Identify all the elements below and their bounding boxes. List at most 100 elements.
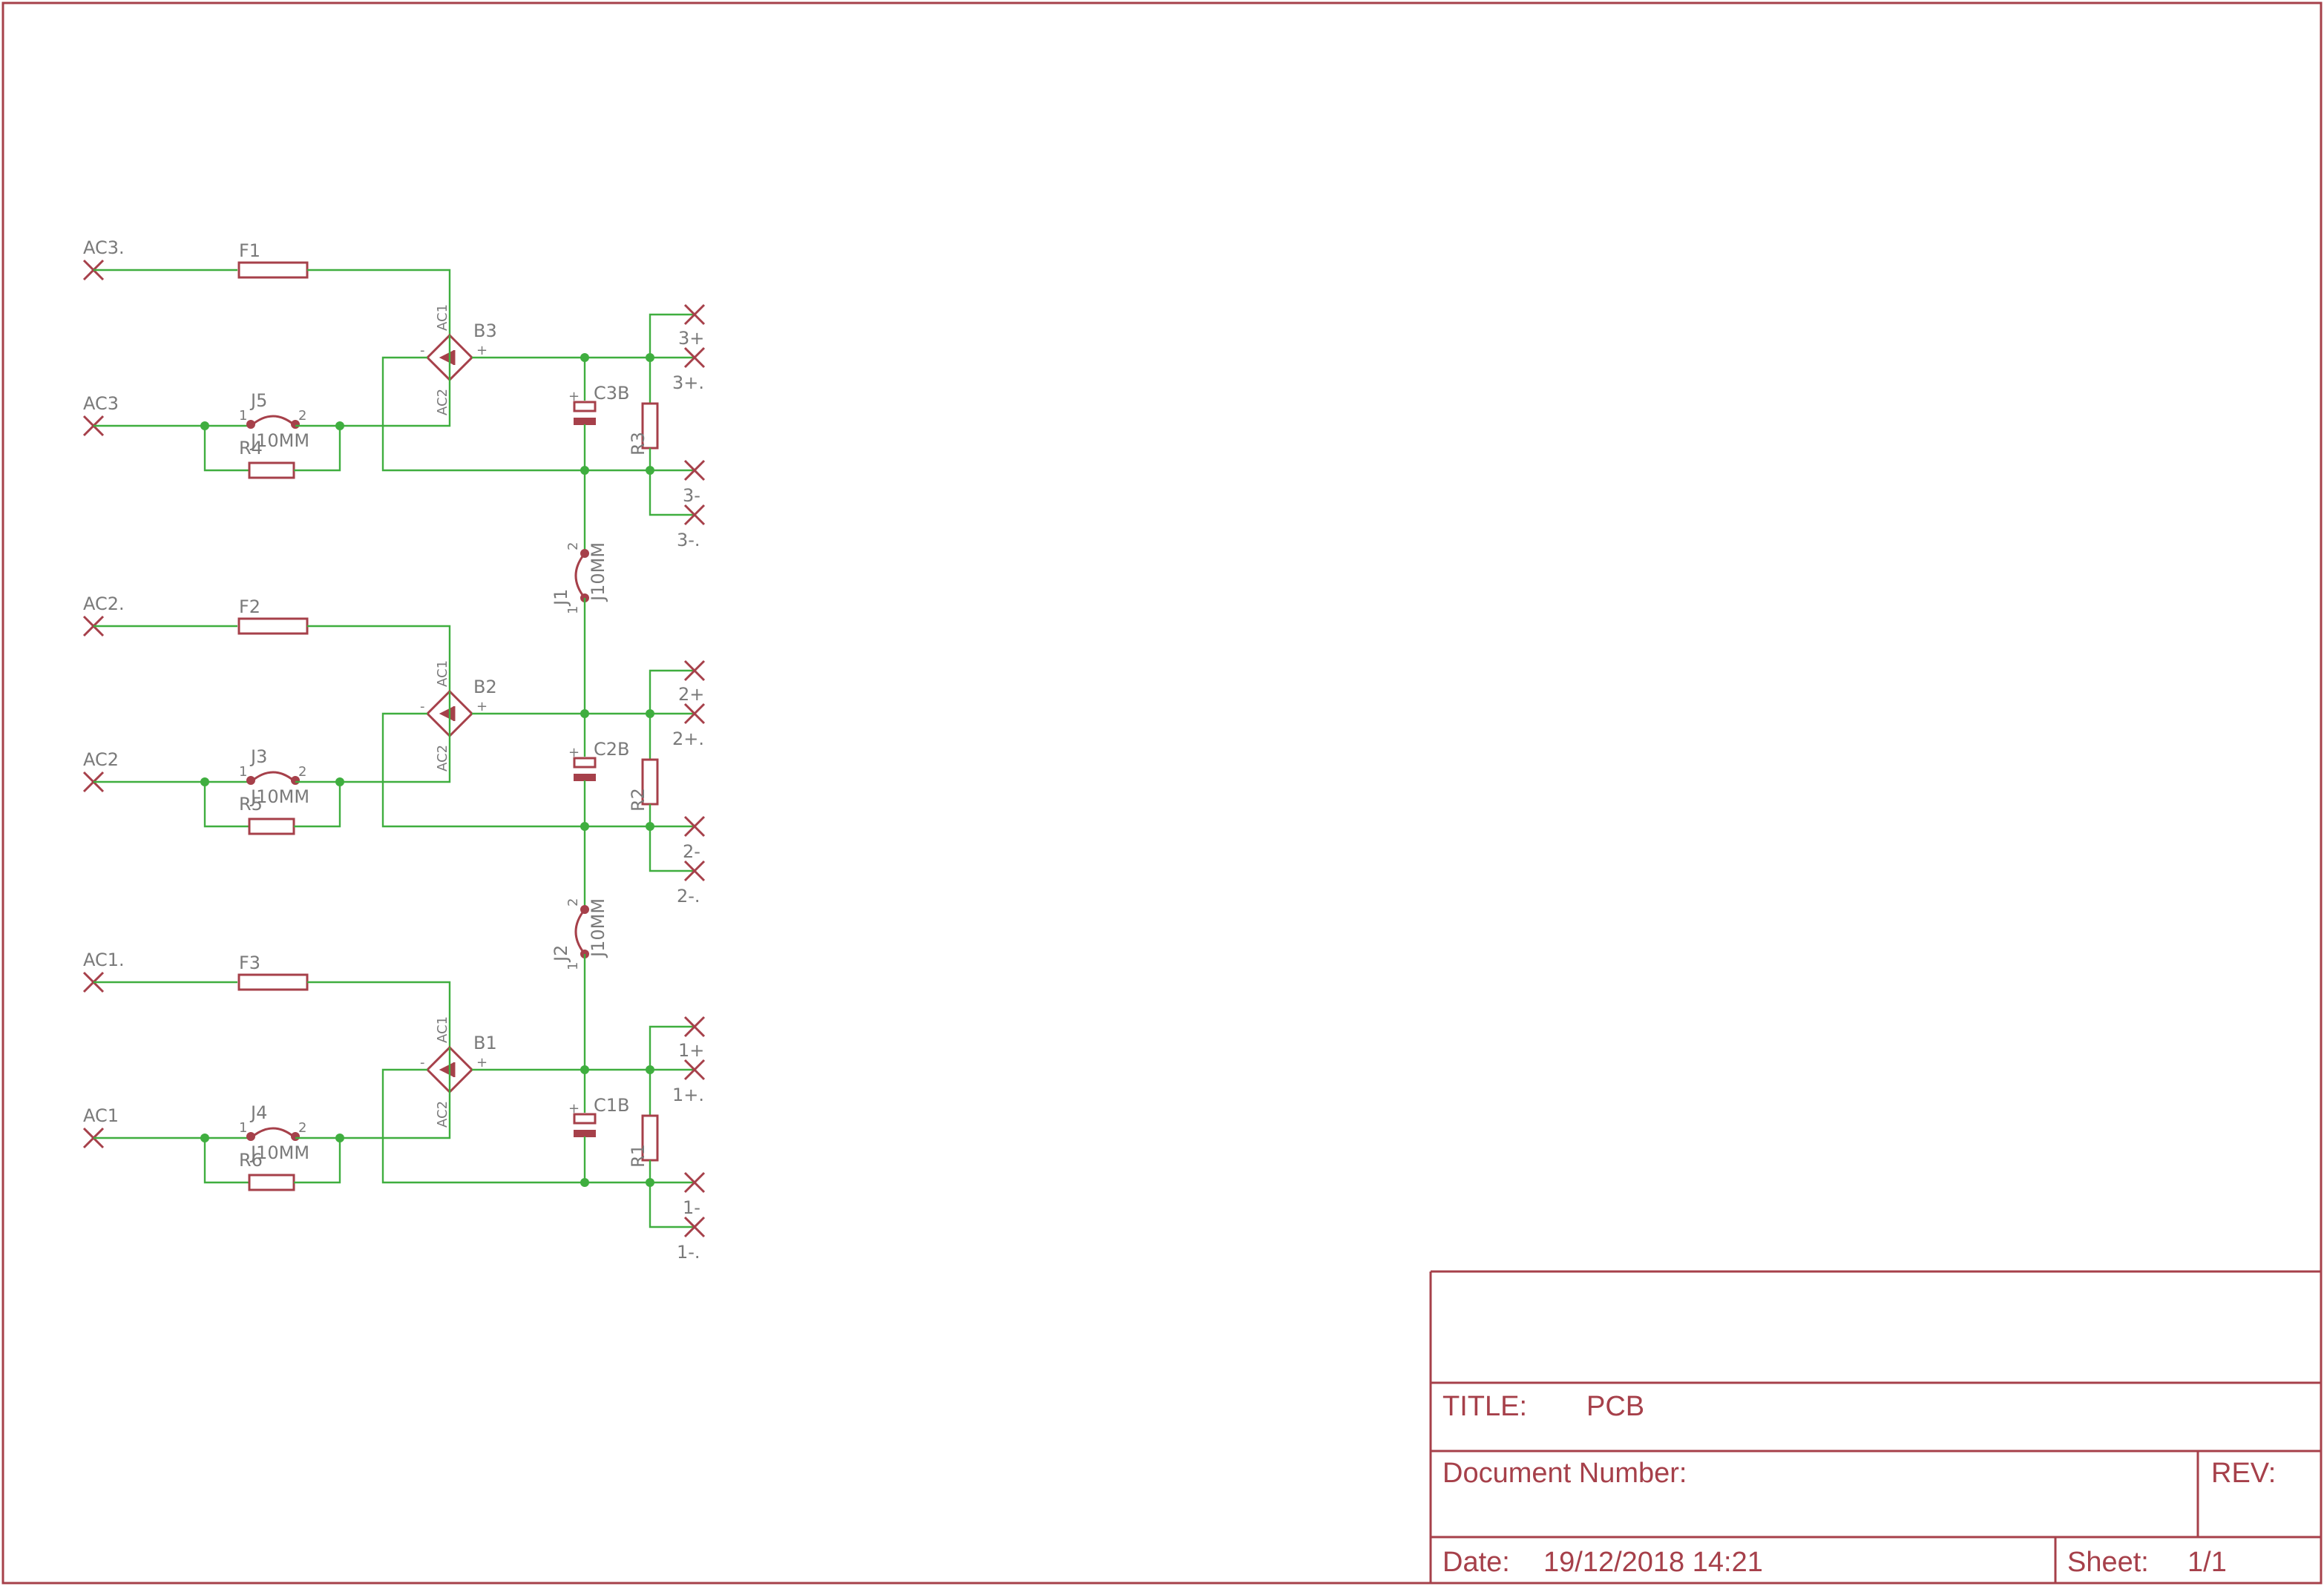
input-resistor-icon[interactable]: [248, 1174, 295, 1191]
jumper-pin-1-number: 1: [239, 408, 247, 424]
jumper-icon[interactable]: [250, 1127, 296, 1139]
output-neg-a-label: 2-: [683, 841, 700, 862]
wire: [294, 1138, 341, 1184]
fuse-icon[interactable]: [237, 617, 309, 635]
output-neg-a-label: 3-: [683, 485, 700, 506]
wire: [649, 669, 695, 714]
bridge-diode-arrow: [439, 1062, 453, 1077]
jumper-icon[interactable]: [250, 771, 296, 783]
x-stroke: [683, 1216, 706, 1238]
wire: [295, 1107, 451, 1139]
jumper-pin-1-number: 1: [239, 1120, 247, 1136]
jumper-pin-2-number: 2: [298, 1120, 306, 1136]
bridge-pin-plus: +: [476, 699, 488, 714]
ac-input-a-label: AC3.: [83, 237, 125, 258]
jumper-pin-2-number: 2: [565, 542, 581, 550]
bridge-pin-ac1: AC1: [435, 660, 450, 687]
fuse-label: F2: [239, 596, 260, 617]
jumper-icon[interactable]: [574, 909, 586, 955]
capacitor-plate: [574, 774, 596, 781]
wire: [203, 426, 249, 472]
wire: [307, 981, 451, 1047]
output-pos-b-label: 1+.: [672, 1085, 704, 1105]
input-resistor-icon[interactable]: [248, 461, 295, 479]
output-pos-b-connector[interactable]: [683, 346, 706, 369]
output-neg-a-connector[interactable]: [683, 459, 706, 481]
jumper-value-label: J10MM: [249, 430, 309, 451]
output-neg-b-label: 1-.: [677, 1242, 700, 1263]
wire: [649, 1182, 695, 1228]
series-jumper-1: 2 1J1 J10MM: [551, 470, 608, 714]
output-neg-b-connector[interactable]: [683, 860, 706, 882]
wire: [295, 395, 451, 427]
fuse-label: F1: [239, 240, 260, 261]
bridge-pin-plus: +: [476, 1055, 488, 1070]
ac-input-b-label: AC3: [83, 393, 119, 414]
output-pos-b-label: 3+.: [672, 372, 704, 393]
input-resistor-label: R6: [239, 1150, 263, 1171]
wire: [649, 826, 695, 872]
input-resistor-label: R5: [239, 794, 263, 815]
bridge-diode-arrow: [439, 350, 453, 365]
wire: [203, 1138, 249, 1184]
wire: [203, 782, 249, 828]
x-stroke: [683, 1059, 706, 1081]
jumper-value-label: J10MM: [249, 786, 309, 807]
output-pos-a-label: 1+: [678, 1040, 704, 1061]
output-neg-a-connector[interactable]: [683, 815, 706, 838]
capacitor-icon[interactable]: [573, 757, 597, 769]
jumper-pin-1-number: 1: [565, 606, 581, 614]
jumper-value-label: J10MM: [249, 1142, 309, 1163]
wire: [307, 269, 451, 335]
series-jumper-value: J10MM: [588, 898, 608, 958]
input-resistor-icon[interactable]: [248, 817, 295, 835]
output-pos-a-connector[interactable]: [683, 1016, 706, 1038]
jumper-icon[interactable]: [250, 415, 296, 427]
jumper-pin-2-number: 2: [298, 764, 306, 780]
wire: [307, 625, 451, 691]
capacitor-icon[interactable]: [573, 1113, 597, 1125]
output-pos-b-connector[interactable]: [683, 703, 706, 725]
capacitor-plus-sign: +: [568, 1101, 580, 1116]
x-stroke: [683, 815, 706, 838]
capacitor-icon[interactable]: [573, 401, 597, 412]
output-neg-b-connector[interactable]: [683, 504, 706, 526]
output-neg-a-label: 1-: [683, 1197, 700, 1218]
series-jumper-value: J10MM: [588, 542, 608, 602]
output-resistor-label: R1: [628, 1144, 649, 1168]
wire: [649, 470, 695, 516]
capacitor-plus-sign: +: [568, 389, 580, 404]
title-label: TITLE:: [1442, 1391, 1527, 1422]
output-neg-b-connector[interactable]: [683, 1216, 706, 1238]
x-stroke: [683, 659, 706, 682]
capacitor-label: C2B: [594, 739, 630, 760]
x-stroke: [683, 303, 706, 326]
sheet-label: Sheet:: [2067, 1547, 2149, 1578]
series-jumper-label: J1: [551, 589, 571, 607]
ac-input-a-label: AC1.: [83, 950, 125, 970]
fuse-label: F3: [239, 953, 260, 973]
capacitor-plus-sign: +: [568, 745, 580, 760]
fuse-icon[interactable]: [237, 261, 309, 279]
wire: [294, 782, 341, 828]
output-pos-a-connector[interactable]: [683, 659, 706, 682]
wire: [649, 1025, 695, 1070]
output-resistor-label: R2: [628, 788, 649, 812]
bridge-pin-ac2: AC2: [435, 389, 450, 415]
output-resistor-label: R3: [628, 432, 649, 455]
jumper-pin-1-number: 1: [565, 962, 581, 970]
bridge-pin-ac1: AC1: [435, 1016, 450, 1043]
output-neg-a-connector[interactable]: [683, 1171, 706, 1194]
fuse-icon[interactable]: [237, 973, 309, 991]
bridge-pin-ac2: AC2: [435, 1101, 450, 1128]
jumper-pin-2-number: 2: [298, 408, 306, 424]
output-pos-a-connector[interactable]: [683, 303, 706, 326]
output-pos-b-connector[interactable]: [683, 1059, 706, 1081]
jumper-label: J5: [249, 390, 267, 411]
jumper-icon[interactable]: [574, 553, 586, 599]
wire: [294, 426, 341, 472]
bridge-pin-minus: -: [420, 343, 425, 358]
